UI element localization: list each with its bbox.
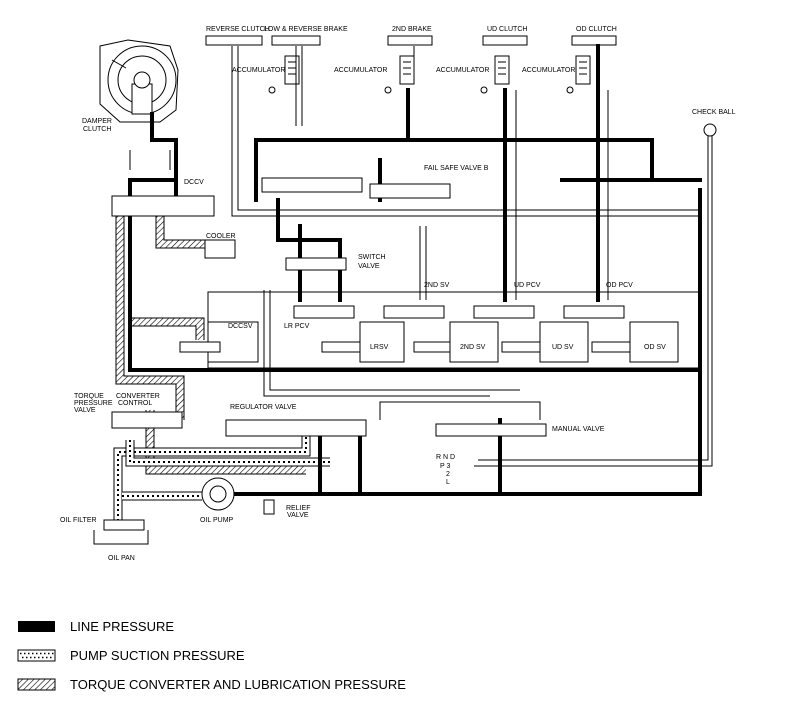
pressure-control-valves <box>111 177 625 515</box>
valve-body <box>179 291 701 369</box>
check-ball <box>703 123 717 137</box>
label-od-pcv: OD PCV <box>606 282 633 289</box>
suction-lines <box>113 432 330 526</box>
label-reverse-clutch: REVERSE CLUTCH <box>206 26 270 33</box>
label-low-reverse-brake: LOW & REVERSE BRAKE <box>264 26 348 33</box>
legend-pump-suction-pressure: PUMP SUCTION PRESSURE <box>70 648 245 663</box>
od-pcv-spool <box>563 305 625 319</box>
label-accumulator-3: ACCUMULATOR <box>436 67 489 74</box>
ud-clutch-block <box>482 35 528 46</box>
second-pcv-spool <box>383 305 445 319</box>
label-ud-sv: UD SV <box>552 344 574 351</box>
second-brake-block <box>387 35 433 46</box>
switch-valve-spool <box>285 257 347 271</box>
legend-lubrication-swatch <box>17 678 56 691</box>
oil-pan <box>93 530 149 545</box>
accumulators <box>268 55 591 94</box>
label-manual-valve: MANUAL VALVE <box>552 426 605 433</box>
fail-safe-valve-b-spool <box>369 183 451 199</box>
label-torque-pressure: PRESSURE <box>74 400 113 407</box>
legend-line-pressure-swatch <box>18 621 55 632</box>
od-sv-solenoid <box>629 321 679 363</box>
label-gear-p3: P 3 <box>440 463 450 470</box>
label-gear-l: L <box>446 479 450 486</box>
label-check-ball: CHECK BALL <box>692 109 736 116</box>
label-oil-pump: OIL PUMP <box>200 517 234 524</box>
accumulator-ud <box>494 55 510 85</box>
label-relief: RELIEF <box>286 505 311 512</box>
reverse-clutch-block <box>205 35 263 46</box>
label-accumulator-2: ACCUMULATOR <box>334 67 387 74</box>
regulator-valve-spool <box>225 419 367 437</box>
label-dccsv: DCCSV <box>228 323 253 330</box>
torque-converter <box>99 39 179 123</box>
fail-safe-valve-a-spool <box>261 177 363 193</box>
line-pressure-lines <box>128 44 702 496</box>
second-sv-solenoid <box>449 321 499 363</box>
dccv-spool <box>111 195 215 217</box>
manual-valve-spool <box>435 423 547 437</box>
label-gear-rnd: R N D <box>436 454 455 461</box>
relief-valve <box>263 499 275 515</box>
oil-filter <box>103 519 145 531</box>
label-oil-pan: OIL PAN <box>108 555 135 562</box>
accumulator-2nd <box>399 55 415 85</box>
legend-torque-converter-lubrication: TORQUE CONVERTER AND LUBRICATION PRESSUR… <box>70 677 406 692</box>
label-fail-safe-valve-b: FAIL SAFE VALVE B <box>424 165 489 172</box>
low-reverse-brake-block <box>271 35 321 46</box>
label-converter: CONVERTER <box>116 393 160 400</box>
label-ud-pcv: UD PCV <box>514 282 541 289</box>
label-od-clutch: OD CLUTCH <box>576 26 617 33</box>
label-switch-valve: VALVE <box>358 263 380 270</box>
accumulator-od <box>575 55 591 85</box>
label-regulator-valve: REGULATOR VALVE <box>230 404 297 411</box>
od-clutch-block <box>571 35 617 46</box>
label-od-sv: OD SV <box>644 344 666 351</box>
label-lrsv: LRSV <box>370 344 389 351</box>
cooler <box>204 239 236 259</box>
legend-line-pressure: LINE PRESSURE <box>70 619 174 634</box>
label-converter-control: CONTROL <box>118 400 152 407</box>
label-lr-pcv: LR PCV <box>284 323 310 330</box>
label-dccv: DCCV <box>184 179 204 186</box>
lr-pcv-spool <box>293 305 355 319</box>
label-damper: DAMPER <box>82 118 112 125</box>
legend: LINE PRESSURE PUMP SUCTION PRESSURE TORQ… <box>17 619 406 692</box>
label-cooler: COOLER <box>206 233 236 240</box>
label-switch: SWITCH <box>358 254 386 261</box>
label-2nd-sv-top: 2ND SV <box>424 282 450 289</box>
lrsv-solenoid <box>359 321 405 363</box>
label-accumulator-1: ACCUMULATOR <box>232 67 285 74</box>
label-accumulator-4: ACCUMULATOR <box>522 67 575 74</box>
label-2nd-sv: 2ND SV <box>460 344 486 351</box>
label-damper-clutch: CLUTCH <box>83 126 111 133</box>
oil-supply <box>93 123 717 545</box>
label-relief-valve: VALVE <box>287 512 309 519</box>
label-oil-filter: OIL FILTER <box>60 517 97 524</box>
label-ud-clutch: UD CLUTCH <box>487 26 527 33</box>
label-gear-2: 2 <box>446 471 450 478</box>
clutch-brake-blocks <box>205 35 617 46</box>
ud-pcv-spool <box>473 305 535 319</box>
label-2nd-brake: 2ND BRAKE <box>392 26 432 33</box>
ud-sv-solenoid <box>539 321 589 363</box>
diagram-labels: REVERSE CLUTCH LOW & REVERSE BRAKE 2ND B… <box>60 26 736 562</box>
accumulator-lr <box>284 55 300 85</box>
legend-pump-suction-swatch <box>17 649 56 662</box>
label-torque: TORQUE <box>74 393 104 400</box>
torque-pressure-valve-spool <box>111 411 183 429</box>
label-torque-pressure-valve: VALVE <box>74 407 96 414</box>
